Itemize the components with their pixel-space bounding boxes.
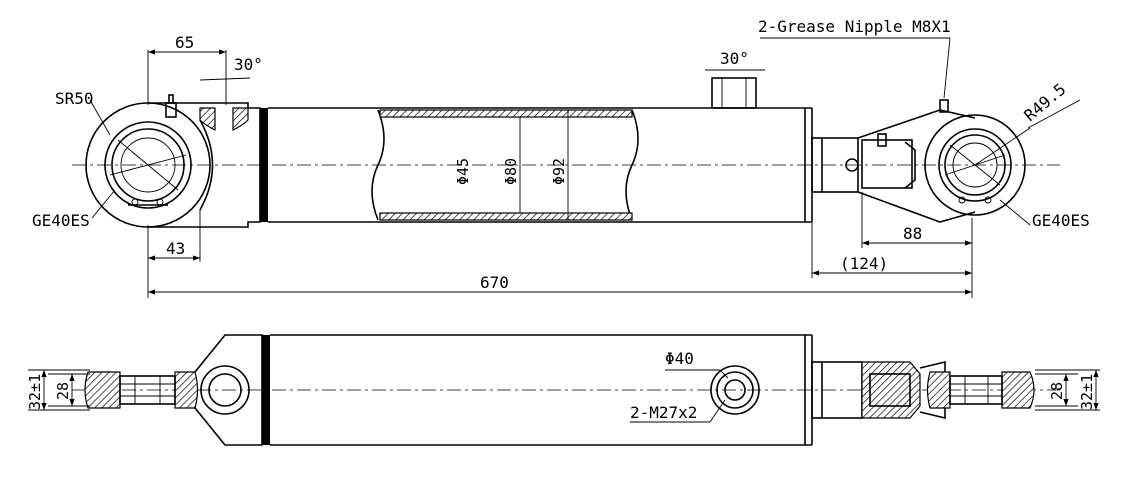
- left-seal-band: [260, 108, 268, 222]
- bottom-view: 32±1 28 28 32±1 Φ40 2-M27x2: [26, 334, 1100, 446]
- port-thread-label: 2-M27x2: [630, 403, 697, 422]
- d40-label: Φ40: [665, 349, 694, 368]
- d45-label: Φ45: [454, 158, 472, 185]
- port-circles: [710, 365, 760, 415]
- top-view: 2-Grease Nipple M8X1 SR50 65 30° 30° R49…: [32, 17, 1090, 298]
- right-rod-eye: [924, 99, 1026, 216]
- top-port: [711, 77, 757, 109]
- angle-port-label: 30°: [720, 49, 749, 68]
- left-port: [199, 107, 249, 131]
- left-bearing-section: [84, 371, 199, 409]
- dim-32-left-label: 32±1: [26, 374, 44, 410]
- bottom-seal-band: [262, 335, 270, 445]
- dim-43-label: 43: [166, 239, 185, 258]
- sr50-label: SR50: [55, 89, 94, 108]
- r495-label: R49.5: [1020, 80, 1069, 126]
- d92-label: Φ92: [550, 158, 568, 185]
- d80-label: Φ80: [502, 158, 520, 185]
- dim-32-right-label: 32±1: [1078, 374, 1096, 410]
- rod-side: [811, 360, 946, 420]
- dim-65-label: 65: [175, 33, 194, 52]
- ge40es-left-label: GE40ES: [32, 211, 90, 230]
- cutaway-section: [371, 109, 639, 221]
- left-grease-nipple: [165, 94, 177, 118]
- right-bearing-section: [926, 371, 1035, 409]
- ge40es-right-label: GE40ES: [1032, 211, 1090, 230]
- angle-left-label: 30°: [234, 55, 263, 74]
- dim-28-right-label: 28: [1048, 382, 1066, 400]
- rod-end: [811, 109, 976, 223]
- dim-670-label: 670: [480, 273, 509, 292]
- grease-nipple-label: 2-Grease Nipple M8X1: [758, 17, 951, 36]
- dim-88-label: 88: [903, 224, 922, 243]
- top-dimensions: [89, 37, 1081, 298]
- dim-28-left-label: 28: [54, 382, 72, 400]
- dim-124-label: (124): [840, 254, 888, 273]
- bottom-dimensions: [28, 369, 1100, 423]
